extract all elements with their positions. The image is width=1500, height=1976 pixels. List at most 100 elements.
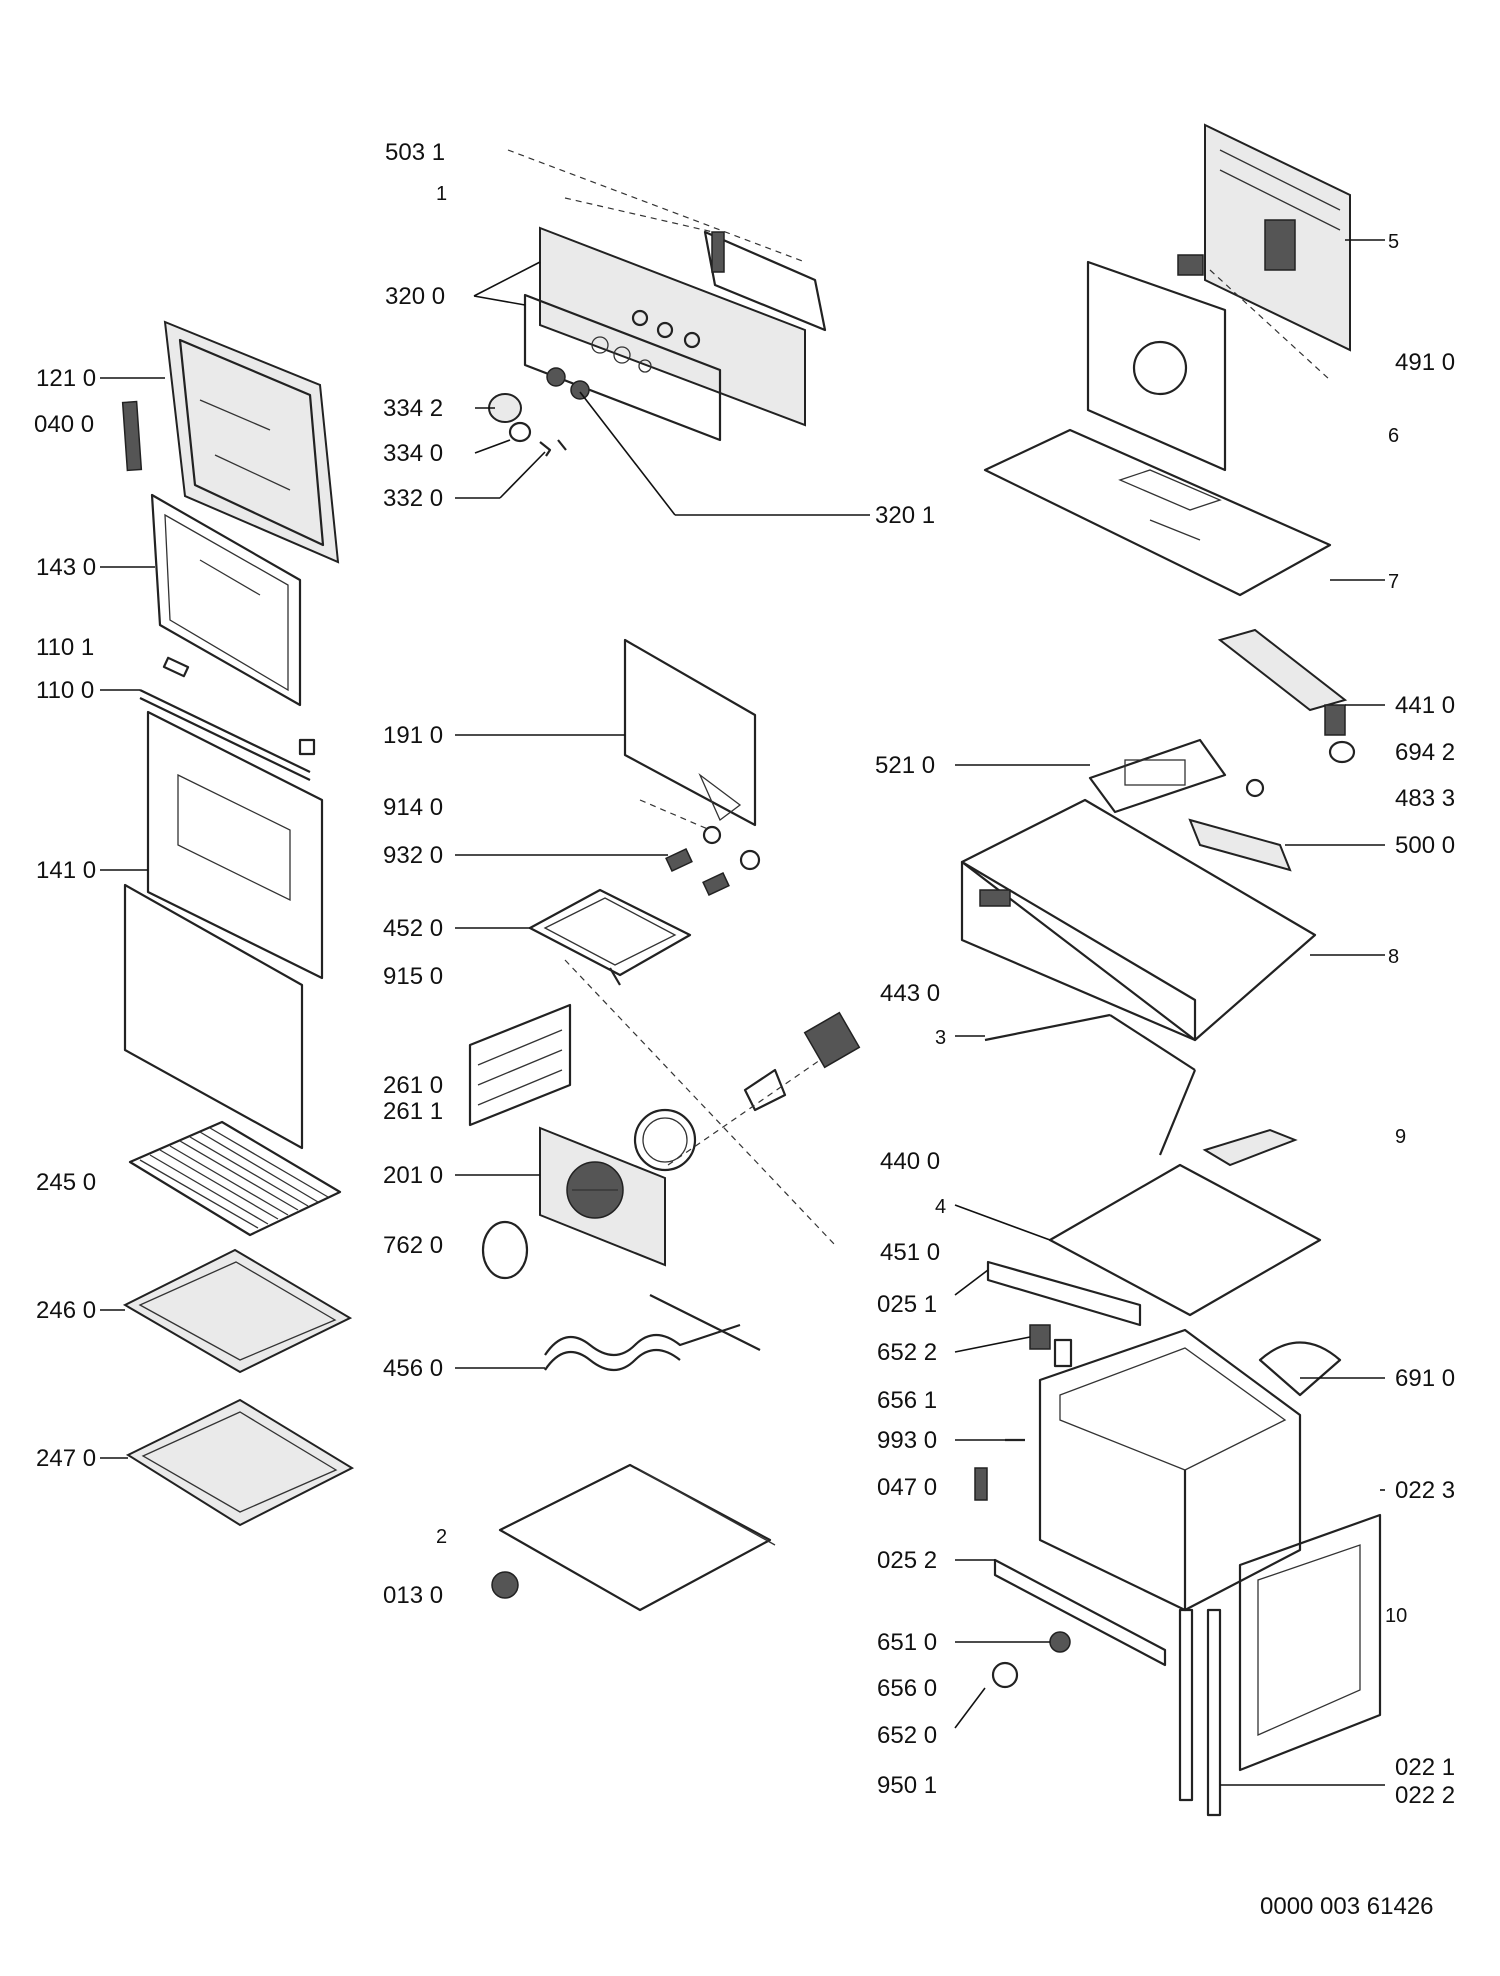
door-glass-141-0 — [123, 710, 324, 1150]
fan-gasket-762-0 — [481, 1220, 529, 1280]
baking-tray-246-0 — [122, 1248, 353, 1374]
label-656-1: 656 1 — [877, 1387, 937, 1414]
oven-cavity — [1038, 1328, 1302, 1612]
knob-switches-332-0 — [539, 439, 567, 457]
label-110-1: 110 1 — [36, 634, 94, 661]
label-456-0: 456 0 — [383, 1355, 443, 1382]
label-491-0: 491 0 — [1395, 349, 1455, 376]
label-440-0: 440 0 — [880, 1148, 940, 1175]
housing-8 — [960, 798, 1317, 1042]
label-320-0: 320 0 — [385, 283, 445, 310]
rail-025-2 — [993, 1558, 1167, 1667]
label-141-0: 141 0 — [36, 857, 96, 884]
tangential-fan-441-0 — [1217, 628, 1348, 736]
document-number: 0000 003 61426 — [1260, 1893, 1434, 1920]
label-521-0: 521 0 — [875, 752, 935, 779]
shelf-supports-261 — [468, 1003, 572, 1127]
label-950-1: 950 1 — [877, 1772, 937, 1799]
front-strip-022 — [1178, 1608, 1222, 1817]
part-labels: 503 1 1 320 0 334 2 334 0 332 0 320 1 12… — [34, 139, 1455, 1920]
leader-lines — [100, 239, 1385, 1786]
grill-element-452-0 — [528, 888, 692, 986]
label-691-0: 691 0 — [1395, 1365, 1455, 1392]
label-121-0: 121 0 — [36, 365, 96, 392]
label-246-0: 246 0 — [36, 1297, 96, 1324]
label-441-0: 441 0 — [1395, 692, 1455, 719]
oven-cavity-panel-191-0 — [623, 638, 757, 827]
label-334-2: 334 2 — [383, 395, 443, 422]
label-6: 6 — [1388, 425, 1399, 447]
label-025-2: 025 2 — [877, 1547, 937, 1574]
label-7: 7 — [1388, 571, 1399, 593]
bracket-9 — [1202, 1128, 1298, 1167]
label-9: 9 — [1395, 1126, 1406, 1148]
label-10: 10 — [1385, 1605, 1407, 1627]
label-320-1: 320 1 — [875, 502, 935, 529]
wire-grill-245-0 — [128, 1120, 342, 1237]
label-247-0: 247 0 — [36, 1445, 96, 1472]
label-013-0: 013 0 — [383, 1582, 443, 1609]
label-5: 5 — [1388, 231, 1399, 253]
label-1: 1 — [436, 183, 447, 205]
bottom-panel-2 — [498, 1463, 776, 1612]
label-451-0: 451 0 — [880, 1239, 940, 1266]
label-025-1: 025 1 — [877, 1291, 937, 1318]
panel-knobs-320-1 — [546, 367, 590, 400]
fan-mounting-914-0 — [702, 825, 722, 845]
control-knob-334-2 — [488, 393, 532, 443]
label-483-3: 483 3 — [1395, 785, 1455, 812]
label-932-0: 932 0 — [383, 842, 443, 869]
label-452-0: 452 0 — [383, 915, 443, 942]
duct-691-0 — [1258, 1341, 1342, 1397]
front-frame-022-3 — [1238, 1513, 1382, 1772]
label-651-0: 651 0 — [877, 1629, 937, 1656]
label-8: 8 — [1388, 946, 1399, 968]
hinge-047-0 — [974, 1467, 988, 1501]
panel-bracket-503-1 — [703, 230, 827, 332]
label-652-2: 652 2 — [877, 1339, 937, 1366]
label-245-0: 245 0 — [36, 1169, 96, 1196]
label-047-0: 047 0 — [877, 1474, 937, 1501]
terminal-block-500-0 — [1188, 818, 1292, 872]
label-143-0: 143 0 — [36, 554, 96, 581]
drip-tray-247-0 — [125, 1398, 355, 1527]
base-plate-4 — [1048, 1163, 1322, 1317]
label-914-0: 914 0 — [383, 794, 443, 821]
door-outer-frame-121-0 — [163, 320, 340, 564]
rear-fan-cover-201-0 — [539, 1126, 666, 1267]
label-110-0: 110 0 — [36, 677, 94, 704]
label-022-1: 022 1 — [1395, 1754, 1455, 1781]
label-201-0: 201 0 — [383, 1162, 443, 1189]
rail-3 — [984, 1013, 1197, 1156]
label-503-1: 503 1 — [385, 139, 445, 166]
door-hinge-110-1 — [162, 656, 190, 678]
label-500-0: 500 0 — [1395, 832, 1455, 859]
fan-heater-ring-443-0 — [633, 1108, 697, 1172]
label-915-0: 915 0 — [383, 963, 443, 990]
label-022-3: 022 3 — [1395, 1477, 1455, 1504]
top-cover-7 — [983, 428, 1332, 597]
rear-cover-6 — [1086, 254, 1227, 472]
label-652-0: 652 0 — [877, 1722, 937, 1749]
label-040-0: 040 0 — [34, 411, 94, 438]
label-993-0: 993 0 — [877, 1427, 937, 1454]
connector-483-3 — [1245, 778, 1265, 798]
label-443-0: 443 0 — [880, 980, 940, 1007]
lower-element-456-0 — [544, 1294, 761, 1372]
label-191-0: 191 0 — [383, 722, 443, 749]
label-334-0: 334 0 — [383, 440, 443, 467]
lamp-holder-652-2 — [1029, 1324, 1073, 1368]
rail-025-1 — [986, 1260, 1142, 1327]
lamp-651-0 — [991, 1631, 1071, 1689]
label-261-1: 261 1 — [383, 1098, 443, 1125]
label-261-0: 261 0 — [383, 1072, 443, 1099]
assembly-guide-lines — [507, 149, 1331, 1246]
springs-932-0 — [665, 848, 761, 896]
rear-panel-5 — [1204, 123, 1351, 352]
label-2: 2 — [436, 1526, 447, 1548]
control-panel-320-0 — [523, 226, 806, 442]
door-handle-040-0 — [121, 400, 143, 472]
label-762-0: 762 0 — [383, 1232, 443, 1259]
